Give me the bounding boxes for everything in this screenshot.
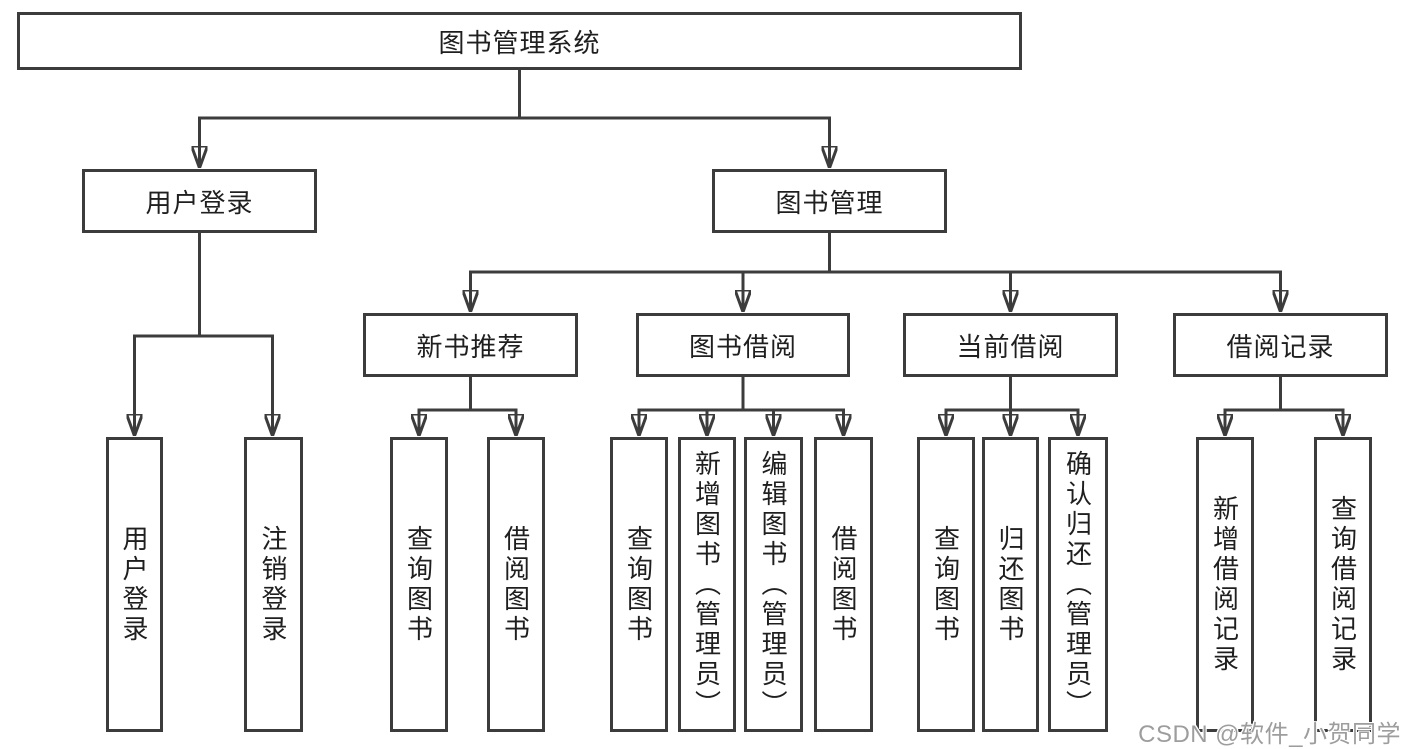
leaf-confirm-return-admin: 确认归还（管理员） — [1048, 437, 1108, 732]
leaf-borrow-books-recommend: 借阅图书 — [487, 437, 545, 732]
leaf-label: 新增图书（管理员） — [691, 449, 722, 720]
leaf-label: 查询图书 — [403, 524, 434, 645]
connector-borrow-records-children — [1225, 375, 1343, 434]
leaf-label: 编辑图书（管理员） — [758, 449, 788, 720]
connector-user-login-children — [135, 231, 273, 434]
connector-new-book-recommend-children — [419, 375, 516, 434]
leaf-label: 借阅图书 — [500, 524, 531, 645]
leaf-borrow-books: 借阅图书 — [814, 437, 873, 732]
node-new-book-recommend: 新书推荐 — [363, 313, 578, 377]
leaf-add-book-admin: 新增图书（管理员） — [678, 437, 736, 732]
leaf-label: 归还图书 — [995, 524, 1025, 645]
leaf-query-books-borrow: 查询图书 — [610, 437, 668, 732]
leaf-query-books-current: 查询图书 — [917, 437, 975, 732]
node-current-borrow: 当前借阅 — [903, 313, 1118, 377]
leaf-label: 确认归还（管理员） — [1062, 449, 1093, 720]
leaf-query-borrow-record: 查询借阅记录 — [1314, 437, 1372, 732]
connector-current-borrow-children — [946, 375, 1078, 434]
leaf-label: 注销登录 — [258, 524, 288, 645]
leaf-edit-book-admin: 编辑图书（管理员） — [744, 437, 803, 732]
leaf-add-borrow-record: 新增借阅记录 — [1196, 437, 1254, 732]
leaf-label: 新增借阅记录 — [1209, 494, 1240, 675]
leaf-return-book: 归还图书 — [982, 437, 1039, 732]
node-user-login: 用户登录 — [82, 169, 317, 233]
node-library-management-system: 图书管理系统 — [17, 12, 1022, 70]
leaf-user-login: 用户登录 — [106, 437, 163, 732]
connector-book-borrow-children — [639, 375, 844, 434]
leaf-label: 查询图书 — [930, 524, 961, 645]
connector-book-management-children — [471, 231, 1281, 310]
connector-root-to-level2 — [200, 68, 830, 166]
leaf-label: 借阅图书 — [828, 524, 858, 645]
node-book-management: 图书管理 — [712, 169, 947, 233]
leaf-query-books-recommend: 查询图书 — [390, 437, 448, 732]
leaf-label: 用户登录 — [119, 524, 149, 645]
leaf-label: 查询图书 — [623, 524, 654, 645]
node-borrow-records: 借阅记录 — [1173, 313, 1388, 377]
node-book-borrow: 图书借阅 — [636, 313, 850, 377]
watermark: CSDN @软件_小贺同学 — [1138, 721, 1401, 748]
leaf-label: 查询借阅记录 — [1327, 494, 1358, 675]
leaf-logout: 注销登录 — [244, 437, 303, 732]
